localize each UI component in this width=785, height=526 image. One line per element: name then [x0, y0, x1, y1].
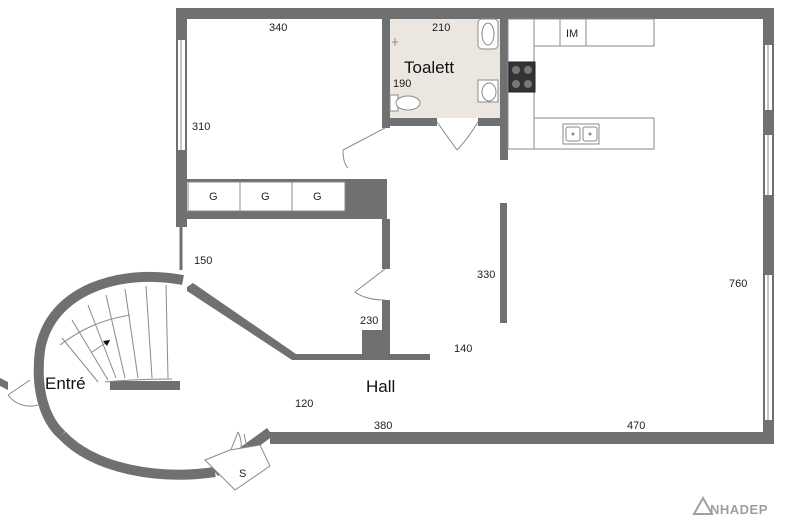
dim-210: 210: [432, 22, 450, 34]
cooktop: [508, 61, 536, 93]
kitchen-counters: [507, 18, 655, 150]
label-g1: G: [209, 191, 218, 203]
dim-760: 760: [729, 278, 747, 290]
watermark: NHADEP: [692, 495, 768, 517]
doors: [229, 121, 479, 453]
interior-walls: [110, 18, 508, 390]
label-s: S: [239, 468, 246, 480]
closet-s: [204, 444, 271, 491]
dim-190: 190: [393, 78, 411, 90]
dim-470: 470: [627, 420, 645, 432]
dim-120: 120: [295, 398, 313, 410]
toilet-fixtures: [389, 18, 499, 112]
dim-310: 310: [192, 121, 210, 133]
dim-230: 230: [360, 315, 378, 327]
room-label-toalett: Toalett: [404, 58, 454, 77]
label-g2: G: [261, 191, 270, 203]
watermark-logo-icon: [692, 495, 714, 515]
dim-330: 330: [477, 269, 495, 281]
wardrobes: [187, 181, 346, 212]
dim-150: 150: [194, 255, 212, 267]
outer-walls: [176, 8, 774, 444]
dim-380: 380: [374, 420, 392, 432]
label-im: IM: [566, 28, 578, 40]
label-g3: G: [313, 191, 322, 203]
entrance-door: [0, 378, 39, 407]
dim-340: 340: [269, 22, 287, 34]
room-label-entre: Entré: [45, 374, 86, 393]
watermark-text: NHADEP: [710, 502, 768, 517]
dim-140: 140: [454, 343, 472, 355]
kitchen-sink-icon: [562, 123, 600, 145]
room-label-hall: Hall: [366, 377, 395, 396]
